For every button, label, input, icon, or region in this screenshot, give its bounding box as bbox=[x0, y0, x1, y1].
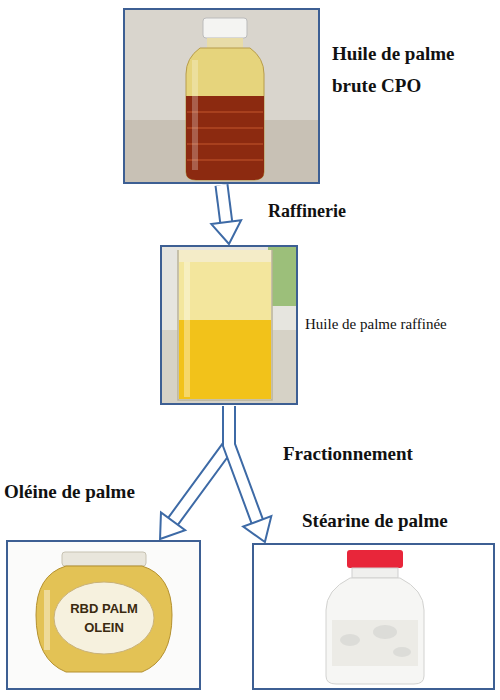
product-label: Oléine de palme bbox=[4, 480, 174, 505]
process-label: Fractionnement bbox=[283, 440, 473, 468]
jar-label-text: RBD PALM OLEIN bbox=[64, 600, 144, 638]
refined-oil-photo bbox=[161, 246, 297, 404]
process-label: Raffinerie bbox=[268, 198, 418, 224]
block-arrow bbox=[229, 406, 271, 542]
crude-oil-photo bbox=[124, 9, 319, 183]
product-label: Huile de palme raffinée bbox=[305, 315, 500, 335]
olein-jar-photo bbox=[7, 541, 200, 689]
photo-frame: Huile de palme brute CPO bbox=[123, 8, 320, 184]
photo-frame: Stéarine de palme bbox=[252, 543, 495, 690]
photo-frame: Huile de palme raffinée bbox=[160, 245, 298, 405]
stearin-bottle-photo bbox=[253, 544, 494, 689]
block-arrow bbox=[211, 185, 241, 244]
product-label: Huile de palme brute CPO bbox=[332, 38, 482, 103]
block-arrow bbox=[160, 406, 229, 539]
product-label: Stéarine de palme bbox=[302, 509, 492, 534]
